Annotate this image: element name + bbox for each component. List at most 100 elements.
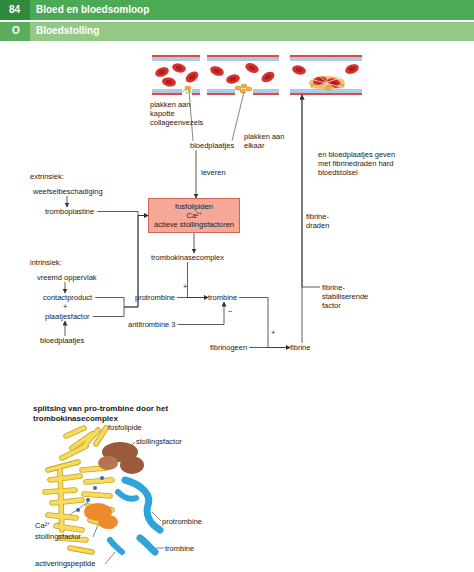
node-text: protrombine (135, 293, 175, 302)
term-node: protrombine (135, 293, 175, 302)
vessel-wall (207, 55, 279, 57)
connector-arrow (196, 150, 197, 198)
calcium-ion (100, 476, 104, 480)
part-label: protrombine (162, 517, 202, 526)
leader-line (105, 552, 115, 564)
node-text: contactproduct (43, 293, 92, 302)
thrombin (140, 538, 155, 552)
vessel-wall (290, 55, 362, 57)
connector-arrow (178, 302, 224, 325)
vessel-wall (253, 89, 279, 93)
illustration-node: en bloedplaatjes geven met fibrinedraden… (290, 55, 362, 95)
term-node: trombine (208, 293, 237, 302)
vessel-panel (152, 55, 200, 95)
red-blood-cell (184, 69, 201, 84)
platelet (325, 86, 331, 90)
activation-peptide (110, 540, 122, 552)
prothrombin (125, 480, 160, 530)
vessel-wall (207, 93, 235, 95)
calcium-ion (93, 486, 97, 490)
clotting-factor (98, 456, 118, 470)
vessel-lumen (207, 55, 279, 95)
section-letter: O (12, 25, 20, 37)
term-node: bloedplaatjes (190, 141, 234, 150)
clot (309, 76, 345, 90)
vessel-wall (152, 57, 200, 61)
node-text: antitrombine 3 (128, 320, 176, 329)
vessel-panel (207, 55, 279, 95)
chapter-title: Bloed en bloedsomloop (36, 4, 149, 16)
node-text: vreemd oppervlak (37, 273, 97, 282)
figure-subtitle: splitsing van pro-trombine door het trom… (33, 404, 183, 424)
vessel-wall (207, 89, 235, 93)
vessel-wall (152, 89, 182, 93)
connector-arrow (302, 95, 303, 343)
red-blood-cell (344, 62, 360, 75)
node-text: plaatjesfactor (45, 312, 90, 321)
red-blood-cell (209, 64, 225, 77)
term-node: tromboplastine (45, 207, 94, 216)
leader-line (189, 90, 193, 141)
node-text: tromboplastine (45, 207, 94, 216)
calcium-ion (76, 508, 80, 512)
leader-line (156, 548, 164, 549)
connector-arrow (67, 196, 68, 207)
connector-arrow (239, 298, 290, 348)
vessel-wall (290, 57, 362, 61)
part-label: trombine (165, 544, 194, 553)
red-blood-cell (225, 73, 241, 85)
part-label: fosfolipide (108, 423, 142, 432)
pathway-label: extrinsiek: (30, 172, 64, 181)
section-letter-box (0, 22, 30, 41)
edge-label: + (271, 328, 275, 337)
node-text: Ca²⁺ (154, 211, 234, 220)
connector-arrow (177, 297, 208, 298)
platelet (240, 89, 246, 93)
section-bar (0, 22, 474, 41)
vessel-wall (290, 93, 362, 95)
red-blood-cell (154, 65, 170, 78)
term-node: contactproduct (43, 293, 92, 302)
prothrombin (118, 492, 136, 499)
platelet (235, 86, 241, 90)
term-node: antitrombine 3 (128, 320, 176, 329)
node-text: fosfolipiden (154, 202, 234, 211)
term-node: fibrinogeen (210, 343, 247, 352)
term-node: weefselbeschadiging (33, 187, 103, 196)
pathway-label: intrinsiek: (30, 258, 62, 267)
header-bar (0, 0, 474, 20)
step-label: plakken aan elkaar (244, 132, 290, 150)
clotting-factor (120, 456, 144, 474)
red-blood-cell (244, 61, 260, 75)
node-text: fibrine- stabiliserende factor (322, 283, 380, 310)
edge-label: fibrine- draden (306, 212, 338, 230)
term-node: bloedplaatjes (40, 336, 84, 345)
node-text: fibrine (290, 343, 310, 352)
edge-label: − (228, 307, 232, 316)
page-number: 84 (9, 4, 20, 16)
part-label: stollingsfactor (35, 532, 81, 541)
platelet (246, 87, 252, 91)
node-text: actieve stollingsfactoren (154, 220, 234, 229)
connector-arrow (249, 347, 290, 348)
connector-arrow (97, 212, 148, 216)
term-node: fibrine (290, 343, 310, 352)
platelet (185, 86, 191, 90)
node-text: fibrinogeen (210, 343, 247, 352)
term-node: plaatjesfactor (45, 312, 90, 321)
vessel-lumen (152, 55, 200, 95)
connector-arrow (302, 95, 320, 287)
node-text: bloedplaatjes (40, 336, 84, 345)
node-text: en bloedplaatjes geven met fibrinedraden… (318, 150, 408, 177)
vessel-lumen (290, 55, 362, 95)
calcium-ion (86, 498, 90, 502)
leader-line (232, 92, 244, 141)
connector-arrow (194, 233, 195, 253)
node-text: trombokinasecomplex (151, 253, 224, 262)
part-label: Ca²⁺ (35, 521, 50, 530)
process-box: fosfolipidenCa²⁺actieve stollingsfactore… (148, 198, 240, 233)
red-blood-cell (161, 76, 176, 87)
part-label: stollingsfactor (136, 437, 182, 446)
vessel-wall (192, 89, 200, 93)
